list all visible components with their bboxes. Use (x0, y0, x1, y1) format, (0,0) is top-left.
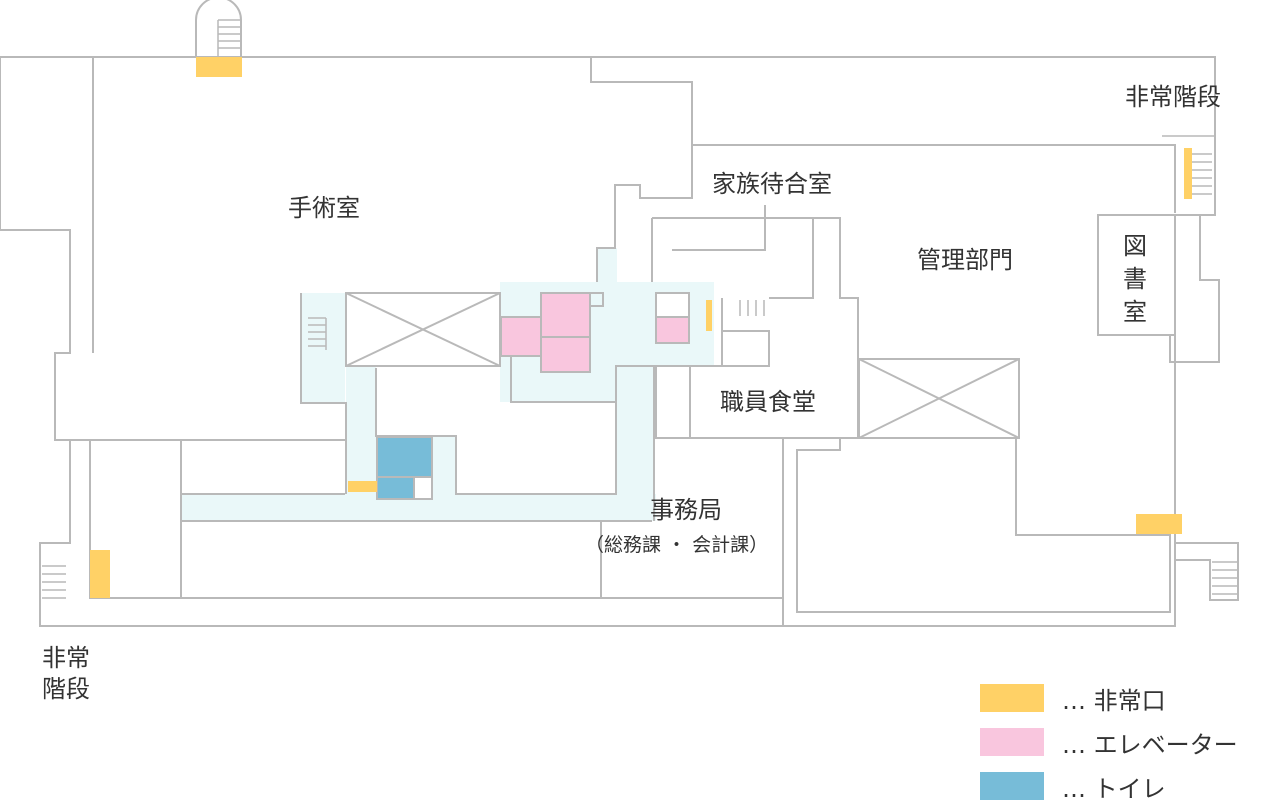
legend-item-exit: … 非常口 (980, 684, 1166, 715)
legend-item-toilet: … トイレ (980, 772, 1166, 803)
room-label-staff-cafeteria: 職員食堂 (720, 388, 816, 416)
legend-swatch-toilet (980, 772, 1044, 800)
outer-wall (0, 56, 1216, 627)
corridor (181, 248, 714, 521)
emergency-exit (90, 57, 1192, 598)
room-label-family-waiting: 家族待合室 (712, 170, 832, 198)
elevator (500, 292, 690, 373)
room-label-management: 管理部門 (917, 246, 1013, 274)
room-label-secretariat-sub: （総務課 ・ 会計課） (585, 534, 769, 556)
legend-label-exit: … 非常口 (1062, 686, 1166, 715)
room-label-library: 図 書 室 (1123, 232, 1147, 326)
label-emergency-stairs-top: 非常階段 (1125, 83, 1221, 111)
legend-swatch-elevator (980, 728, 1044, 756)
legend-swatch-exit (980, 684, 1044, 712)
legend-label-toilet: … トイレ (1062, 774, 1166, 803)
label-emergency-stairs-bottom: 非常 階段 (42, 644, 90, 703)
room-label-surgery: 手術室 (288, 194, 360, 222)
legend-item-elevator: … エレベーター (980, 728, 1238, 759)
legend-label-elevator: … エレベーター (1062, 730, 1238, 759)
room-label-secretariat: 事務局 (650, 496, 722, 524)
